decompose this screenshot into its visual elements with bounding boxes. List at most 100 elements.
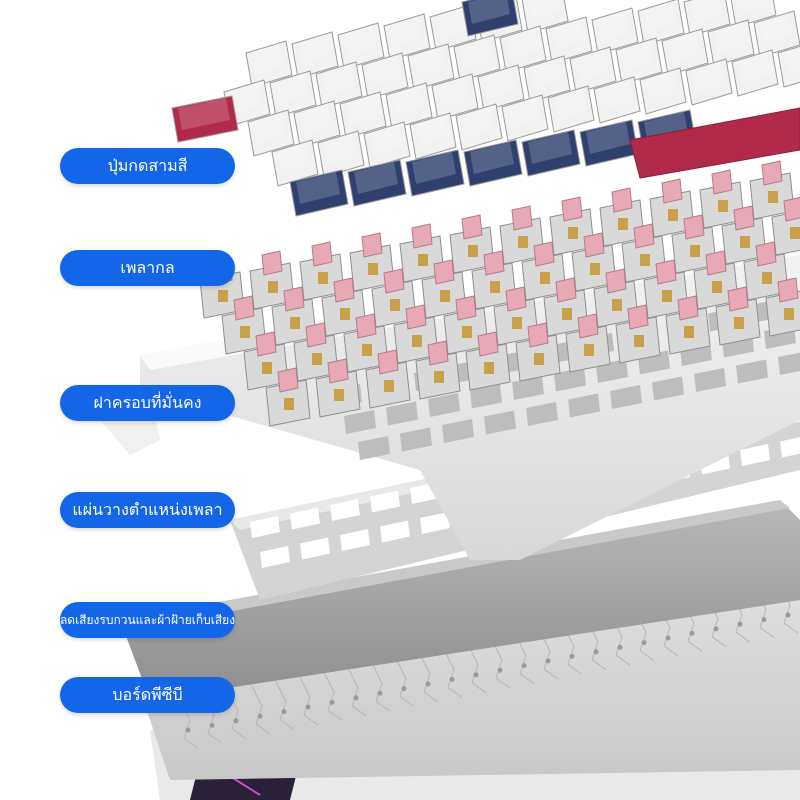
- switch-stem: [561, 196, 583, 222]
- switch-contact: [390, 299, 400, 311]
- case-hole: [386, 401, 418, 426]
- switch-contact: [634, 335, 644, 347]
- case-hole: [484, 410, 516, 435]
- keycap-white: [707, 19, 755, 67]
- keycap-white: [753, 10, 800, 58]
- case-hole: [512, 376, 544, 400]
- switch-stem: [233, 295, 255, 321]
- case-hole: [694, 368, 726, 392]
- keycap-white: [407, 43, 455, 91]
- switch-contact: [512, 317, 522, 329]
- keycap-white: [639, 67, 687, 115]
- keycap-navy: [405, 149, 465, 197]
- keycap-white: [339, 91, 387, 139]
- switch-stem: [633, 223, 655, 249]
- switch-stem: [255, 331, 277, 357]
- case-hole: [652, 376, 684, 401]
- keycap-white: [591, 7, 639, 55]
- case-hole: [400, 427, 432, 452]
- switch-stem: [533, 241, 555, 267]
- switch-stem: [777, 277, 799, 303]
- switch-contact: [362, 344, 372, 356]
- label-sound-dampening: ลดเสียงรบกวนและผ้าฝ้ายเก็บเสียง: [60, 602, 235, 638]
- switch-contact: [784, 308, 794, 320]
- case-hole: [344, 410, 376, 434]
- switch-stem: [427, 340, 449, 366]
- switch-contact: [568, 227, 578, 239]
- switch-stem: [555, 277, 577, 303]
- keycap-white: [293, 100, 341, 148]
- plate-hole: [290, 507, 320, 530]
- switch-contact: [584, 344, 594, 356]
- switch-contact: [318, 272, 328, 284]
- keycap-navy: [461, 0, 519, 37]
- label-top-case: ฝาครอบที่มั่นคง: [60, 385, 235, 421]
- keycap-white: [409, 112, 457, 160]
- case-hole: [778, 352, 800, 375]
- switch-contact: [440, 290, 450, 302]
- switch-contact: [590, 263, 600, 275]
- switch-stem: [305, 322, 327, 348]
- keycap-crimson: [171, 95, 239, 143]
- switch-contact: [284, 398, 294, 410]
- keycap-white: [337, 22, 385, 70]
- switch-contact: [790, 227, 800, 239]
- switch-contact: [340, 308, 350, 320]
- three-color-keycaps: [171, 0, 800, 217]
- case-hole: [554, 367, 586, 392]
- keycap-navy: [347, 159, 407, 207]
- switch-stem: [477, 331, 499, 357]
- switch-contact: [662, 290, 672, 302]
- switch-stem: [461, 214, 483, 240]
- keycap-white: [730, 0, 777, 28]
- switch-stem: [377, 349, 399, 375]
- case-hole: [470, 384, 502, 409]
- plate-hole: [300, 537, 330, 560]
- keycap-white: [453, 34, 501, 82]
- case-hole: [568, 393, 600, 418]
- label-pcb: บอร์ดพีซีบี: [60, 677, 235, 713]
- mechanical-switches: [199, 160, 800, 427]
- switch-contact: [490, 281, 500, 293]
- keycap-white: [683, 0, 731, 37]
- keycap-white: [247, 109, 295, 157]
- keycap-white: [363, 121, 411, 169]
- switch-stem: [711, 169, 733, 195]
- keycap-white: [431, 73, 479, 121]
- switch-stem: [511, 205, 533, 231]
- keycap-white: [383, 13, 431, 61]
- keycap-white: [547, 85, 595, 133]
- switch-contact: [218, 290, 228, 302]
- keycap-white: [455, 103, 503, 151]
- switch-contact: [668, 209, 678, 221]
- switch-stem: [333, 277, 355, 303]
- case-hole: [442, 419, 474, 443]
- switch-contact: [462, 326, 472, 338]
- keycap-crimson-space: [629, 107, 800, 179]
- plate-hole: [250, 516, 280, 538]
- switch-contact: [262, 362, 272, 374]
- switch-stem: [383, 268, 405, 294]
- label-positioning-plate: แผ่นวางตำแหน่งเพลา: [60, 492, 235, 528]
- switch-stem: [527, 322, 549, 348]
- keycap-white: [271, 139, 319, 187]
- switch-contact: [368, 263, 378, 275]
- switch-stem: [455, 295, 477, 321]
- switch-stem: [627, 304, 649, 330]
- plate-hole: [330, 499, 360, 521]
- keycap-white: [661, 28, 709, 76]
- keycap-white: [593, 76, 641, 124]
- switch-contact: [562, 308, 572, 320]
- switch-stem: [311, 241, 333, 267]
- keycap-white: [731, 49, 779, 97]
- keycap-white: [501, 94, 549, 142]
- switch-stem: [355, 313, 377, 339]
- plate-hole: [370, 490, 400, 513]
- switch-stem: [433, 259, 455, 285]
- keycap-white: [615, 37, 663, 85]
- switch-contact: [268, 281, 278, 293]
- keycap-navy: [463, 139, 523, 187]
- switch-contact: [740, 236, 750, 248]
- switch-stem: [755, 241, 777, 267]
